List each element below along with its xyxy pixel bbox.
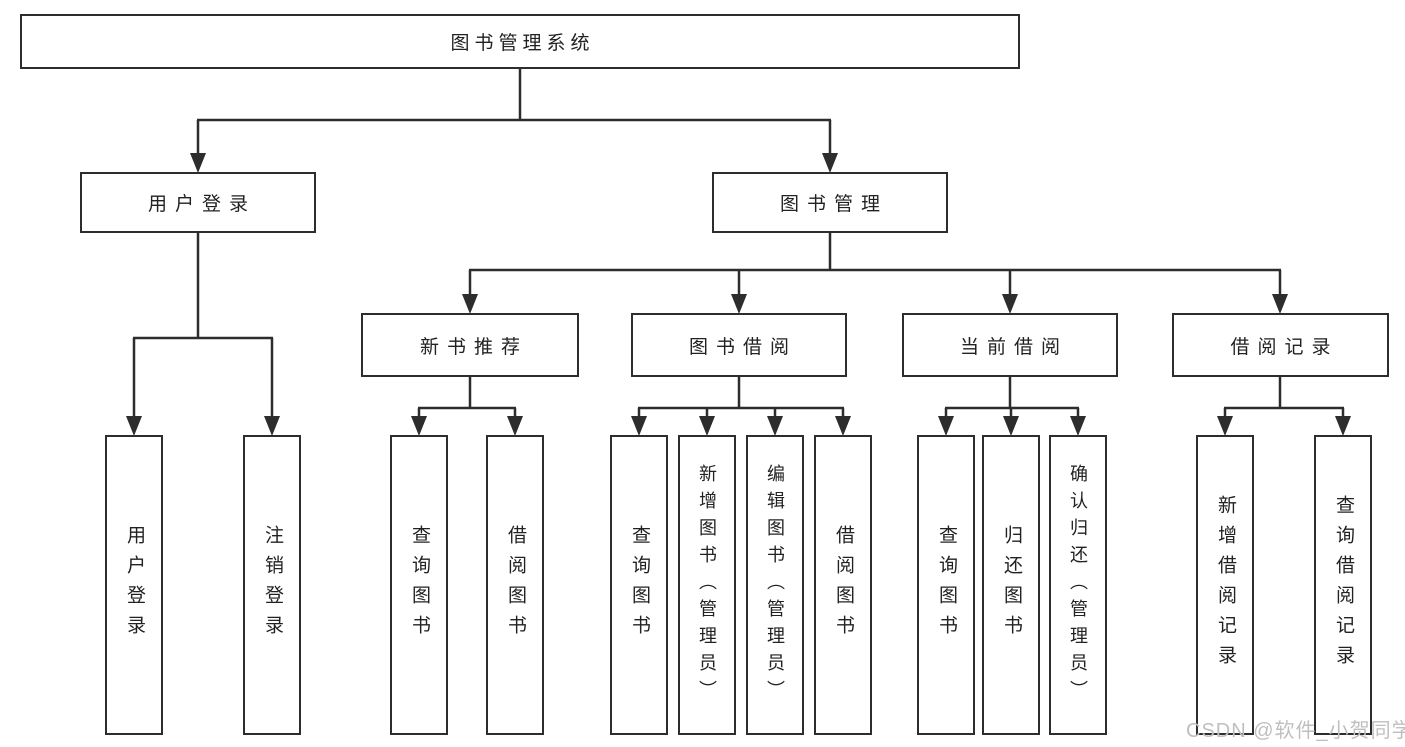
arrowhead-down — [631, 416, 647, 436]
leaf-user-login: 用户登录 — [105, 435, 163, 735]
leaf-current-return-books: 归还图书 — [982, 435, 1040, 735]
leaf-records-add-record: 新增借阅记录 — [1196, 435, 1254, 735]
arrowhead-down — [699, 416, 715, 436]
arrowhead-down — [822, 153, 838, 173]
connector-records-to-leaves — [1223, 377, 1345, 420]
leaf-newbooks-query-books: 查询图书 — [390, 435, 448, 735]
leaf-logout: 注销登录 — [243, 435, 301, 735]
node-root: 图书管理系统 — [20, 14, 1020, 69]
node-book-borrow-label: 图书借阅 — [688, 336, 797, 358]
arrowhead-down — [731, 294, 747, 314]
leaf-borrow-query-books: 查询图书 — [610, 435, 668, 735]
arrowhead-down — [1002, 294, 1018, 314]
node-book-management: 图书管理 — [712, 172, 948, 233]
arrowhead-down — [126, 416, 142, 436]
node-user-login-label: 用户登录 — [147, 194, 256, 215]
arrowhead-down — [462, 294, 478, 314]
arrowhead-down — [1217, 416, 1233, 436]
node-borrow-records: 借阅记录 — [1172, 313, 1389, 377]
leaf-borrow-borrow-books: 借阅图书 — [814, 435, 872, 735]
connector-userlogin-to-leaves — [132, 233, 274, 420]
csdn-watermark: CSDN @软件_小贺同学 — [1186, 720, 1405, 742]
arrowhead-down — [411, 416, 427, 436]
connector-currentborrow-to-leaves — [944, 377, 1080, 420]
arrowhead-down — [835, 416, 851, 436]
connector-bookmgmt-to-level3 — [468, 233, 1282, 298]
arrowhead-down — [190, 153, 206, 173]
node-book-borrow: 图书借阅 — [631, 313, 847, 377]
arrowhead-down — [264, 416, 280, 436]
connector-root-to-level2 — [196, 69, 832, 158]
arrowhead-down — [1335, 416, 1351, 436]
node-user-login: 用户登录 — [80, 172, 316, 233]
leaf-current-query-books: 查询图书 — [917, 435, 975, 735]
arrowhead-down — [1003, 416, 1019, 436]
node-borrow-records-label: 借阅记录 — [1230, 336, 1339, 358]
arrowhead-down — [767, 416, 783, 436]
node-root-label: 图书管理系统 — [450, 33, 595, 54]
arrowhead-down — [1070, 416, 1086, 436]
node-current-borrow: 当前借阅 — [902, 313, 1118, 377]
connector-bookborrow-to-leaves — [637, 377, 845, 420]
leaf-records-query-record: 查询借阅记录 — [1314, 435, 1372, 735]
arrowhead-down — [938, 416, 954, 436]
node-new-book-recommend-label: 新书推荐 — [419, 336, 528, 358]
arrowhead-down — [1272, 294, 1288, 314]
node-new-book-recommend: 新书推荐 — [361, 313, 579, 377]
leaf-borrow-add-books-admin: 新增图书（管理员） — [678, 435, 736, 735]
node-book-management-label: 图书管理 — [779, 194, 888, 215]
leaf-borrow-edit-books-admin: 编辑图书（管理员） — [746, 435, 804, 735]
leaf-newbooks-borrow-books: 借阅图书 — [486, 435, 544, 735]
connector-newbooks-to-leaves — [417, 377, 517, 420]
arrowhead-down — [507, 416, 523, 436]
node-current-borrow-label: 当前借阅 — [959, 336, 1068, 358]
leaf-current-confirm-return-admin: 确认归还（管理员） — [1049, 435, 1107, 735]
